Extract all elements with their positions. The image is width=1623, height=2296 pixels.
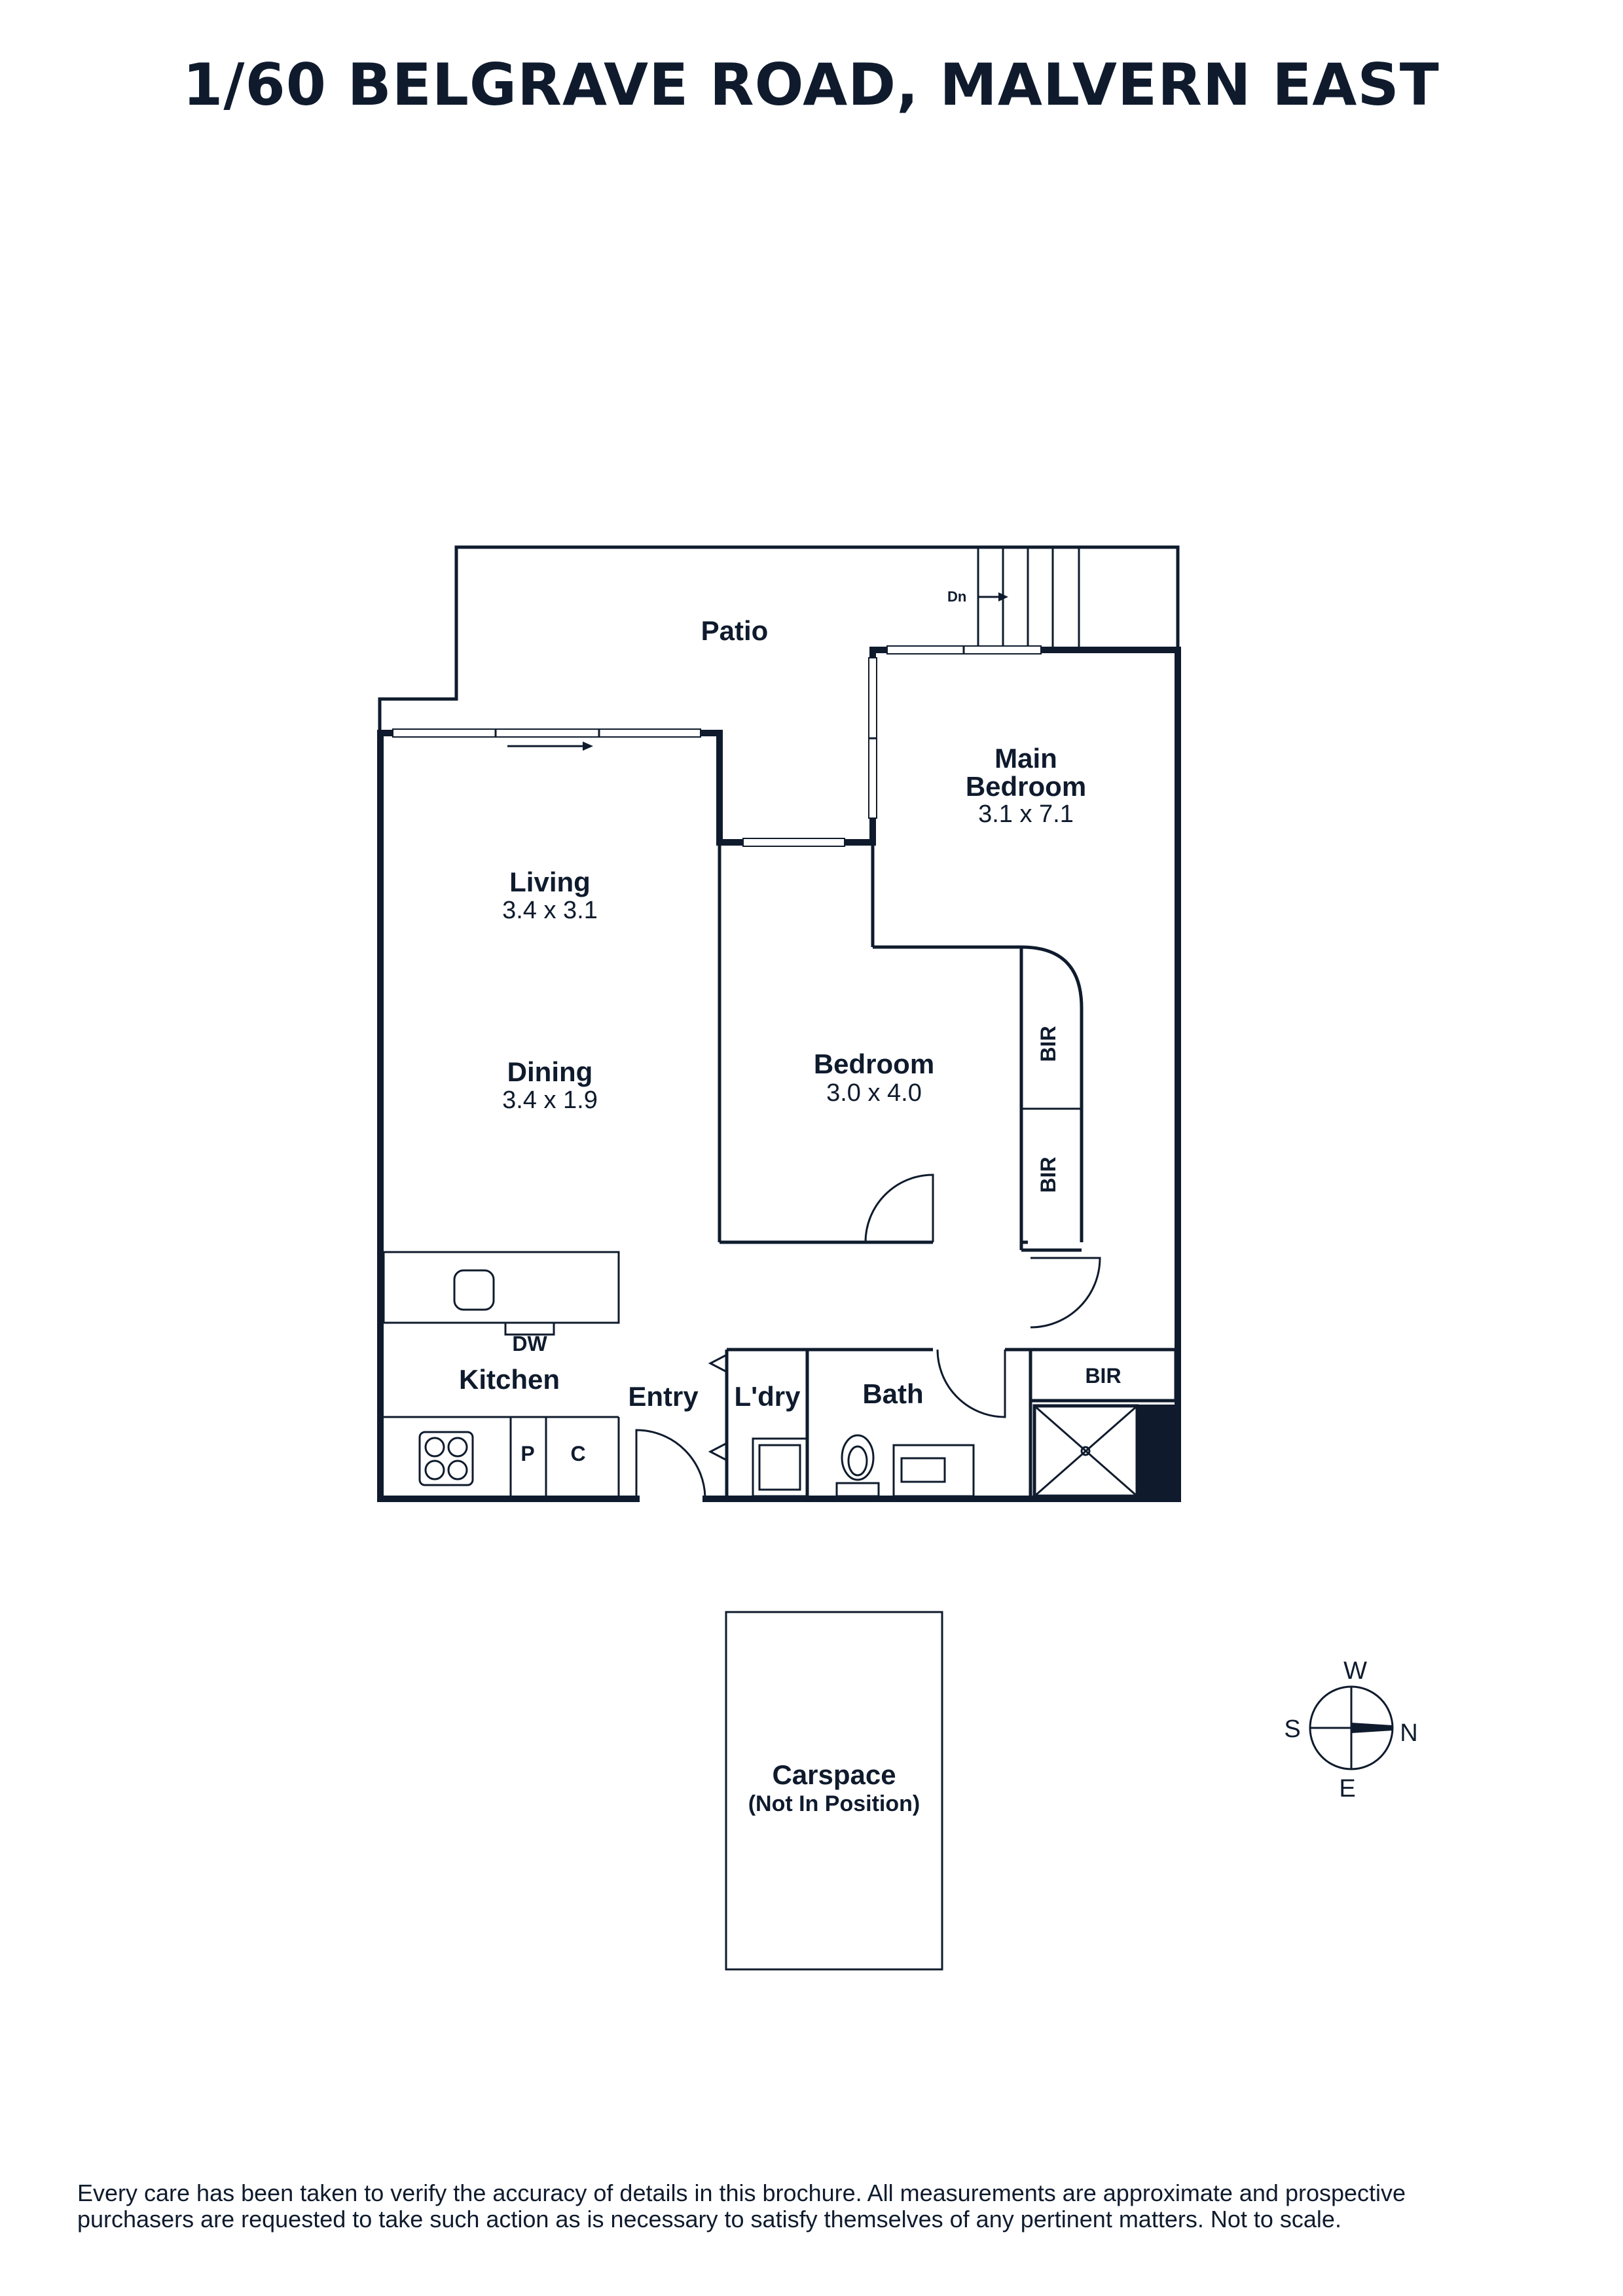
carspace-label: Carspace xyxy=(772,1759,896,1790)
bir-label-upper: BIR xyxy=(1036,1026,1060,1062)
compass-south: S xyxy=(1284,1715,1300,1743)
compass: W S N E xyxy=(1284,1657,1417,1803)
stairs-down-label: Dn xyxy=(947,588,966,605)
stairs: Dn xyxy=(947,547,1080,650)
bedroom-label: Bedroom xyxy=(814,1049,934,1079)
patio-label: Patio xyxy=(701,615,769,646)
cupboard-label: C xyxy=(570,1442,585,1465)
kitchen-joinery xyxy=(382,1251,620,1499)
windows xyxy=(392,645,1042,847)
dining-label: Dining xyxy=(507,1056,593,1087)
dishwasher-label: DW xyxy=(512,1332,547,1355)
disclaimer-line-2: purchasers are requested to take such ac… xyxy=(77,2206,1341,2233)
bedroom-dims: 3.0 x 4.0 xyxy=(826,1079,922,1107)
disclaimer-line-1: Every care has been taken to verify the … xyxy=(77,2179,1406,2206)
page-title: 1/60 BELGRAVE ROAD, MALVERN EAST xyxy=(183,51,1440,118)
north-pointer-icon xyxy=(1351,1723,1393,1733)
doors xyxy=(635,1174,1101,1499)
compass-east: E xyxy=(1339,1775,1355,1803)
living-dims: 3.4 x 3.1 xyxy=(502,897,598,924)
pantry-label: P xyxy=(520,1442,534,1465)
dining-dims: 3.4 x 1.9 xyxy=(502,1086,598,1114)
patio-outline xyxy=(378,545,1180,733)
bir-label-ensuite: BIR xyxy=(1085,1364,1121,1388)
compass-west: W xyxy=(1343,1657,1367,1685)
compass-north: N xyxy=(1400,1719,1417,1747)
living-label: Living xyxy=(509,867,591,897)
laundry-label: L'dry xyxy=(734,1381,801,1412)
carspace: Carspace (Not In Position) xyxy=(725,1611,943,1971)
kitchen-label: Kitchen xyxy=(459,1364,560,1395)
main-bedroom-dims: 3.1 x 7.1 xyxy=(978,800,1074,828)
bir-label-lower: BIR xyxy=(1036,1157,1060,1193)
main-bedroom-label-line1: Main xyxy=(994,743,1057,774)
bath-label: Bath xyxy=(862,1378,923,1409)
carspace-note: (Not In Position) xyxy=(748,1791,921,1816)
entry-label: Entry xyxy=(628,1381,699,1412)
main-bedroom-label-line2: Bedroom xyxy=(966,771,1086,802)
wet-area-fixtures xyxy=(752,1434,975,1498)
